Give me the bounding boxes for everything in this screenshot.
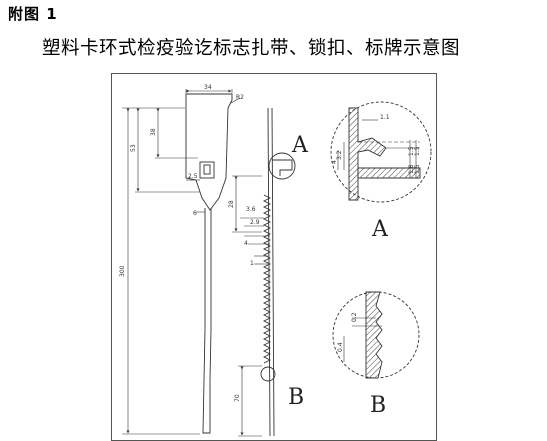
dim-det-a-left1: 3.2 xyxy=(336,150,343,160)
dim-tag-height: 53 xyxy=(130,144,137,152)
dim-step-b: 1 xyxy=(250,260,254,267)
lock-window xyxy=(199,161,215,179)
dim-det-a-right2: 1.5 xyxy=(414,146,421,156)
dim-hole-offset: 38 xyxy=(150,128,157,136)
callout-a-circle xyxy=(268,152,296,180)
detail-b-view xyxy=(332,291,420,379)
callout-b-circle xyxy=(260,366,276,382)
callout-b: B xyxy=(288,385,304,410)
dim-det-a-right3: 1.8 xyxy=(408,164,415,174)
detail-a-label: A xyxy=(371,217,389,242)
dim-det-a-right4: 1.5 xyxy=(414,164,421,174)
figure-title: 塑料卡环式检疫验讫标志扎带、锁扣、标牌示意图 xyxy=(42,38,461,59)
dim-step-a: 4 xyxy=(244,240,248,247)
dim-det-a-right1: 1.5 xyxy=(408,146,415,156)
callout-a: A xyxy=(291,133,309,158)
strap xyxy=(202,208,212,434)
side-profile xyxy=(267,107,271,437)
dim-det-b-top: 0.2 xyxy=(351,312,358,322)
dim-strap-width: 6 xyxy=(193,210,197,217)
dim-tooth-depth: 2.9 xyxy=(250,219,260,226)
dim-tail-length: 70 xyxy=(234,394,241,402)
dim-det-b-left: 0.4 xyxy=(337,342,344,352)
dim-tooth-zone: 28 xyxy=(228,200,235,208)
detail-b-label: B xyxy=(370,393,386,418)
dim-corner-radius: R2 xyxy=(236,94,244,101)
figure-label: 附图 1 xyxy=(8,5,58,23)
tag-body xyxy=(185,93,233,211)
dim-det-a-left2: 4 xyxy=(331,160,338,164)
dim-overall-length: 300 xyxy=(119,265,126,277)
dim-side-width: 2.5 xyxy=(188,173,198,180)
ratchet-teeth xyxy=(262,194,272,364)
detail-a-view xyxy=(330,101,432,203)
dim-det-a-top: 1.1 xyxy=(380,114,390,121)
dim-tag-width: 34 xyxy=(204,84,212,91)
dim-pitch: 3.6 xyxy=(246,206,256,213)
